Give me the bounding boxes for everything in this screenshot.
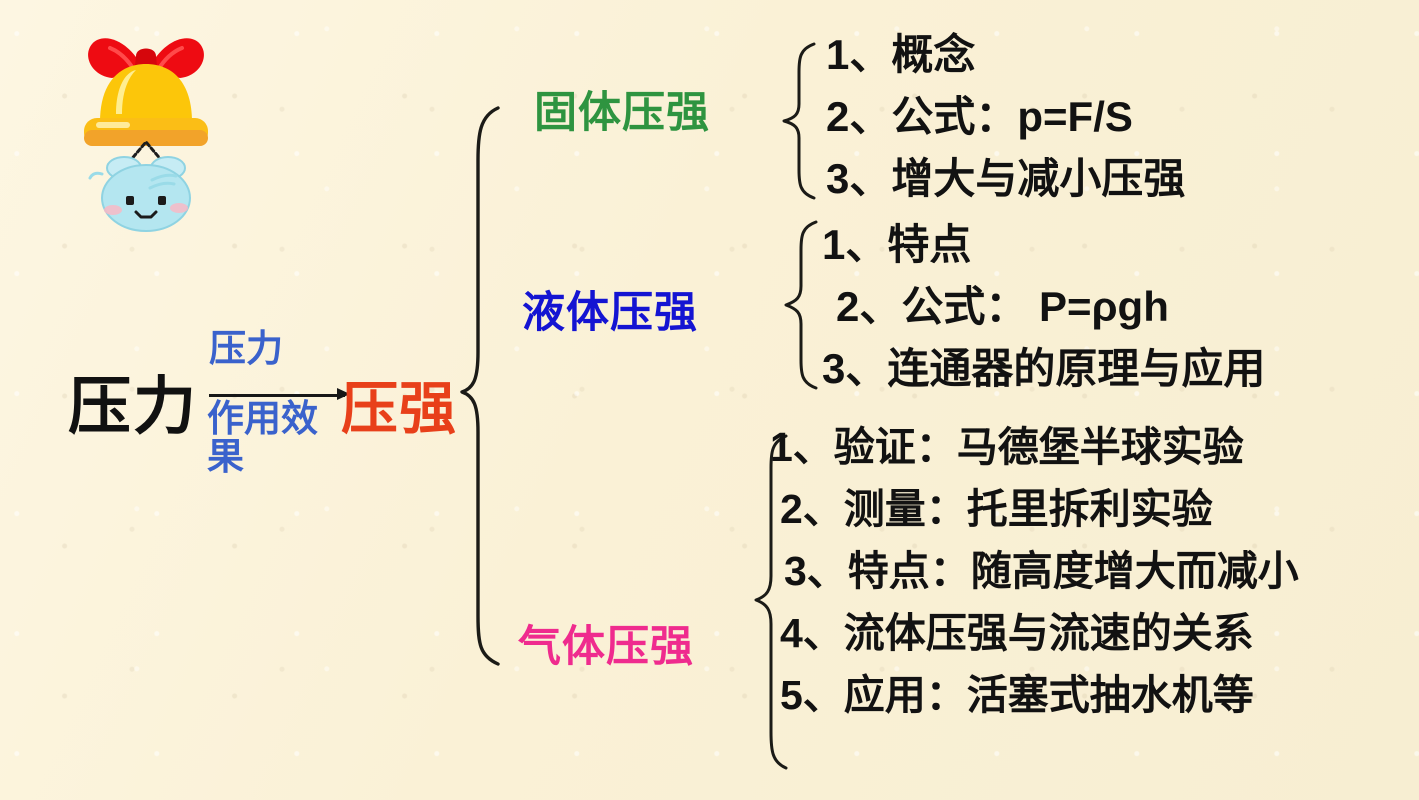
items-gas: 1、验证：马德堡半球实验 2、测量：托里拆利实验 3、特点：随高度增大而减小 4…: [770, 427, 1299, 737]
list-item: 2、公式： P=ρgh: [836, 283, 1169, 330]
list-item: 2、公式：p=F/S: [826, 93, 1133, 140]
relation-denominator: 作用效果: [207, 398, 318, 477]
result-label: 压强: [341, 377, 457, 441]
brace-solid: [782, 42, 816, 200]
relation-arrow-icon: [337, 388, 350, 400]
branch-label-gas: 气体压强: [518, 623, 694, 671]
items-liquid: 1、特点 2、公式： P=ρgh 3、连通器的原理与应用: [822, 224, 1265, 410]
bell-blob-mascot: [66, 18, 226, 238]
root-label: 压力: [68, 372, 198, 442]
list-item: 3、增大与减小压强: [826, 155, 1186, 202]
list-item: 2、测量：托里拆利实验: [780, 486, 1213, 532]
list-item: 5、应用：活塞式抽水机等: [780, 672, 1254, 718]
list-item: 3、连通器的原理与应用: [822, 345, 1266, 392]
relation-block: 压力 作用效果: [207, 328, 350, 475]
relation-rule-line: [209, 394, 345, 397]
yellow-bell-icon: [84, 64, 208, 146]
items-solid: 1、概念 2、公式：p=F/S 3、增大与减小压强: [826, 34, 1185, 220]
list-item: 1、特点: [822, 221, 972, 268]
blue-blob-icon: [88, 156, 191, 232]
list-item: 3、特点：随高度增大而减小: [784, 548, 1299, 594]
brace-gas: [754, 434, 788, 770]
relation-numerator: 压力: [209, 328, 283, 369]
main-brace: [460, 106, 500, 666]
brace-liquid: [784, 220, 818, 390]
branch-label-liquid: 液体压强: [522, 289, 698, 337]
branch-label-solid: 固体压强: [534, 89, 710, 137]
list-item: 4、流体压强与流速的关系: [780, 610, 1254, 656]
list-item: 1、验证：马德堡半球实验: [770, 424, 1244, 470]
list-item: 1、概念: [826, 31, 976, 78]
